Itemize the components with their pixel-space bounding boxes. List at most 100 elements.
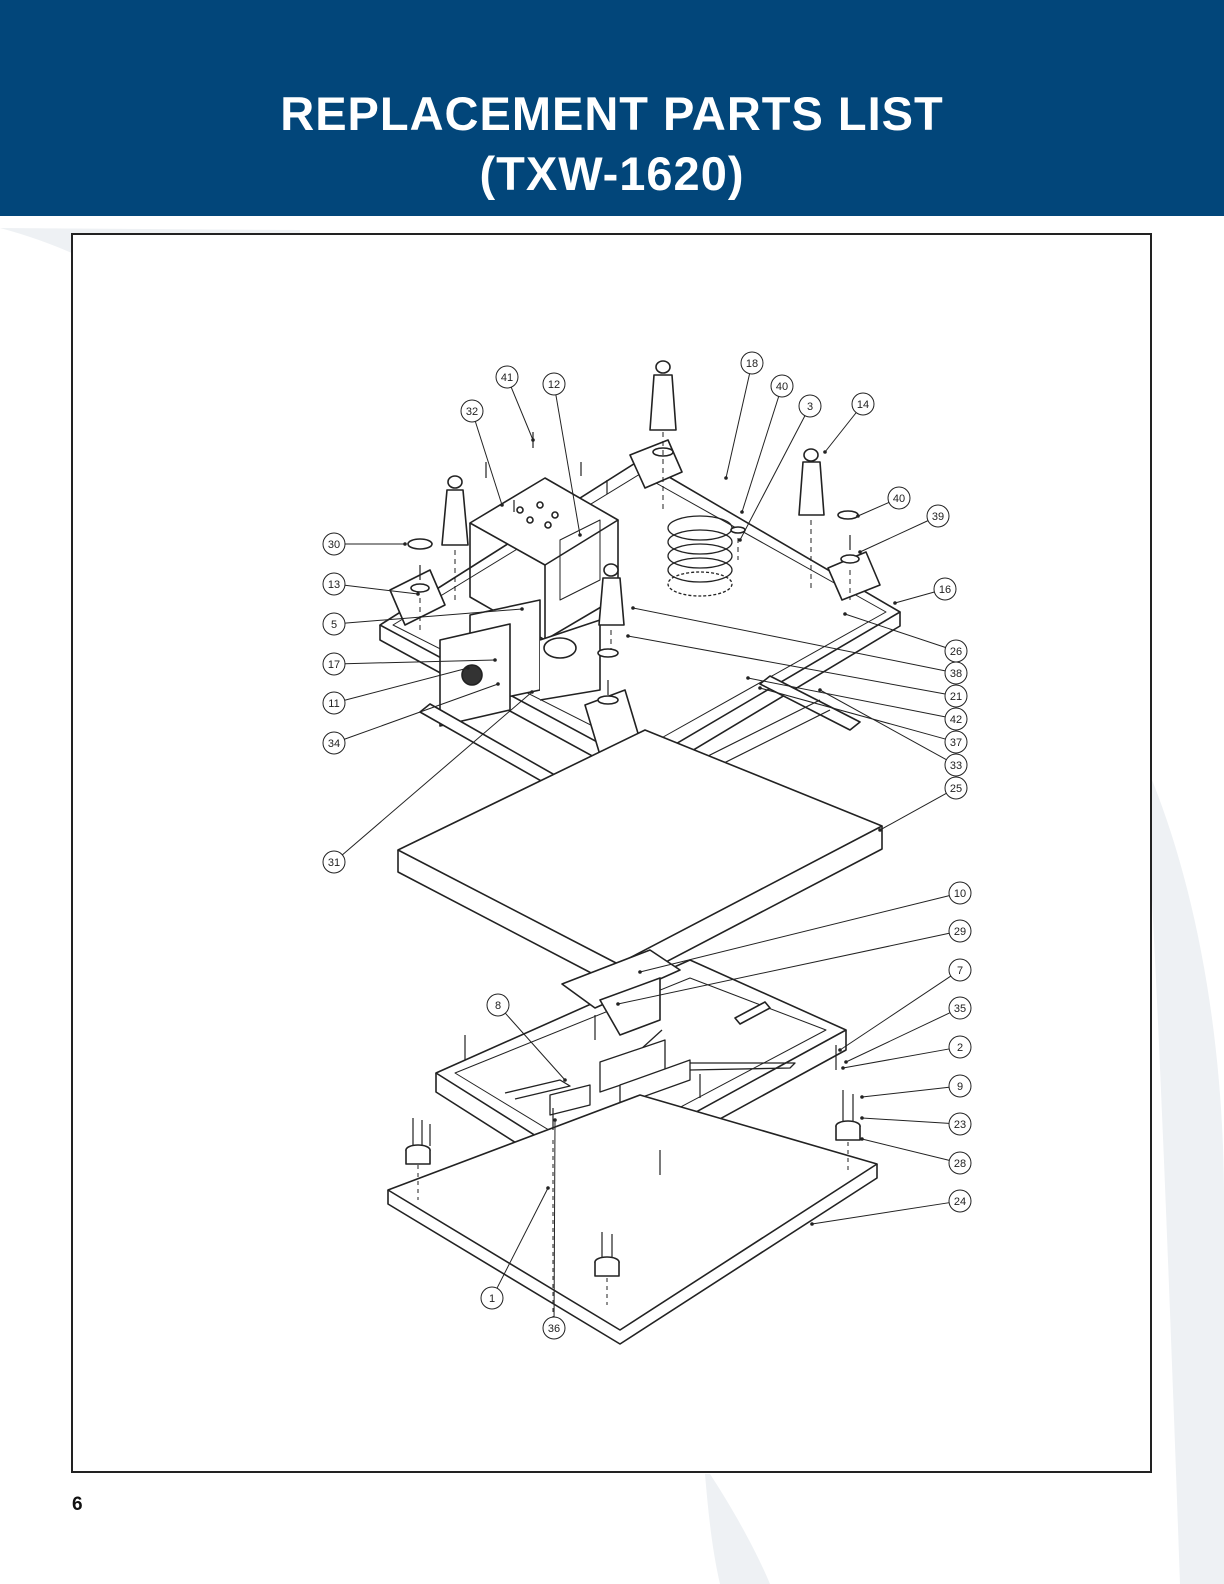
leader-arrowhead (810, 1222, 814, 1226)
callout-number: 5 (331, 619, 337, 631)
leader-line (880, 793, 946, 830)
callout-40: 40 (856, 487, 910, 518)
callout-9: 9 (860, 1075, 971, 1099)
callout-number: 8 (495, 1000, 501, 1012)
callout-number: 36 (548, 1323, 560, 1335)
leader-arrowhead (416, 592, 420, 596)
callout-number: 37 (950, 737, 962, 749)
callout-32: 32 (461, 400, 504, 507)
leader-arrowhead (860, 1137, 864, 1141)
leader-line (895, 592, 934, 603)
leader-line (843, 1049, 949, 1068)
leader-arrowhead (724, 476, 728, 480)
callout-40: 40 (740, 375, 793, 514)
leader-arrowhead (530, 690, 534, 694)
leader-line (825, 413, 856, 452)
callout-number: 28 (954, 1158, 966, 1170)
leader-arrowhead (860, 1116, 864, 1120)
leader-arrowhead (818, 688, 822, 692)
callout-33: 33 (818, 688, 967, 776)
callout-number: 30 (328, 539, 340, 551)
leader-arrowhead (856, 514, 860, 518)
callout-number: 39 (932, 511, 944, 523)
leader-arrowhead (844, 1060, 848, 1064)
callout-number: 41 (501, 372, 513, 384)
leader-line (511, 387, 533, 440)
leader-line (862, 1139, 949, 1160)
leader-arrowhead (841, 1066, 845, 1070)
leader-arrowhead (553, 1118, 557, 1122)
leader-arrowhead (738, 538, 742, 542)
leader-line (748, 678, 945, 717)
callout-number: 40 (893, 493, 905, 505)
leader-line (862, 1087, 949, 1097)
callout-39: 39 (858, 505, 949, 554)
callout-30: 30 (323, 533, 407, 555)
callout-14: 14 (823, 393, 874, 454)
leader-line (862, 1118, 949, 1123)
callout-number: 9 (957, 1081, 963, 1093)
page-number: 6 (72, 1494, 83, 1516)
callout-number: 7 (957, 965, 963, 977)
callout-number: 32 (466, 406, 478, 418)
leader-line (742, 396, 779, 512)
leader-arrowhead (578, 533, 582, 537)
leader-arrowhead (758, 686, 762, 690)
leader-arrowhead (878, 828, 882, 832)
callout-number: 13 (328, 579, 340, 591)
leader-line (475, 421, 502, 505)
leader-arrowhead (466, 666, 470, 670)
callout-number: 1 (489, 1293, 495, 1305)
callout-number: 23 (954, 1119, 966, 1131)
callout-41: 41 (496, 366, 535, 442)
callout-23: 23 (860, 1113, 971, 1135)
callout-number: 2 (957, 1042, 963, 1054)
leader-arrowhead (638, 970, 642, 974)
leader-line (726, 374, 750, 478)
callout-number: 11 (328, 698, 339, 710)
callout-number: 25 (950, 783, 962, 795)
leader-arrowhead (563, 1078, 567, 1082)
callout-24: 24 (810, 1190, 971, 1226)
leader-arrowhead (823, 450, 827, 454)
callout-number: 33 (950, 760, 962, 772)
callout-number: 31 (328, 857, 340, 869)
callout-number: 21 (950, 691, 962, 703)
leader-arrowhead (500, 503, 504, 507)
callout-18: 18 (724, 352, 763, 480)
callout-number: 14 (857, 399, 869, 411)
callout-2: 2 (841, 1036, 971, 1070)
callout-number: 3 (807, 401, 813, 413)
callout-number: 38 (950, 668, 962, 680)
leader-line (860, 521, 928, 552)
callout-number: 42 (950, 714, 962, 726)
leader-arrowhead (546, 1186, 550, 1190)
leader-arrowhead (838, 1048, 842, 1052)
callout-number: 12 (548, 379, 560, 391)
leader-arrowhead (740, 510, 744, 514)
leader-line (858, 502, 889, 516)
callout-number: 29 (954, 926, 966, 938)
callout-number: 26 (950, 646, 962, 658)
callout-number: 10 (954, 888, 966, 900)
leader-arrowhead (746, 676, 750, 680)
leader-arrowhead (403, 542, 407, 546)
leader-arrowhead (860, 1095, 864, 1099)
leader-arrowhead (631, 606, 635, 610)
leader-arrowhead (493, 658, 497, 662)
callout-number: 40 (776, 381, 788, 393)
callout-number: 35 (954, 1003, 966, 1015)
leader-arrowhead (626, 634, 630, 638)
callout-37: 37 (758, 686, 967, 753)
callout-number: 17 (328, 659, 340, 671)
bottom-plate (388, 1095, 877, 1344)
callout-number: 16 (939, 584, 951, 596)
leader-line (740, 416, 805, 540)
leader-arrowhead (858, 550, 862, 554)
leader-arrowhead (531, 438, 535, 442)
leader-arrowhead (893, 601, 897, 605)
leader-arrowhead (496, 682, 500, 686)
callout-number: 24 (954, 1196, 966, 1208)
leader-arrowhead (616, 1002, 620, 1006)
